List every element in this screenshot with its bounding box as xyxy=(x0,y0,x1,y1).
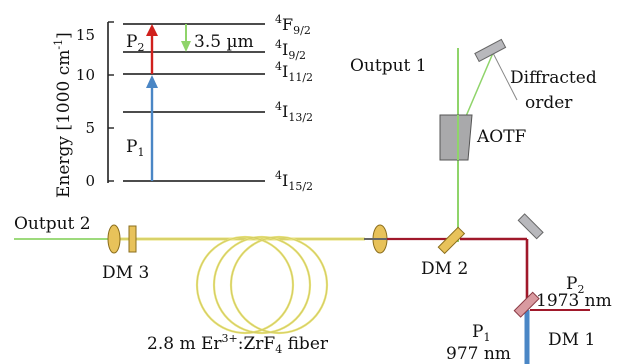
dm1-mirror xyxy=(513,291,540,318)
level-label-4I9/2: 4I9/2 xyxy=(275,38,306,62)
emission-label: 3.5 µm xyxy=(194,32,254,52)
fiber-coil-1-edge xyxy=(196,236,294,334)
optical-setup: Output 1 Diffracted order AOTF Output 2 … xyxy=(14,38,612,364)
dm2-label: DM 2 xyxy=(421,259,468,279)
diffracted-order-mirror xyxy=(474,38,507,63)
fiber-coil-2 xyxy=(212,235,312,335)
diffracted-leader xyxy=(492,52,518,101)
p1-arrowhead xyxy=(146,75,158,88)
diffracted-label-line1: Diffracted xyxy=(510,68,597,88)
tick-label-15: 15 xyxy=(76,26,95,44)
p1-label: P1 xyxy=(126,137,144,159)
p2-wavelength: 1973 nm xyxy=(536,291,612,311)
level-label-4I13/2: 4I13/2 xyxy=(275,100,313,124)
level-label-4I15/2: 4I15/2 xyxy=(275,169,313,193)
p2-label: P2 xyxy=(126,32,144,54)
dm2-mirror xyxy=(437,226,466,255)
tick-label-0: 0 xyxy=(85,172,95,190)
p2-beam-label: P2 xyxy=(566,274,584,296)
energy-axis-label: Energy [1000 cm-1] xyxy=(52,32,74,198)
p2-arrowhead xyxy=(146,24,158,36)
diffracted-label-line2: order xyxy=(525,93,573,113)
output2-label: Output 2 xyxy=(14,214,91,234)
aotf-crystal xyxy=(439,114,473,161)
p1-wavelength: 977 nm xyxy=(446,344,511,364)
energy-level-diagram: Energy [1000 cm-1] 0 5 10 15 4F9/2 4I9/2… xyxy=(52,13,313,198)
fiber-coil-2-edge xyxy=(213,236,311,334)
output1-label: Output 1 xyxy=(350,56,427,76)
dm3-label: DM 3 xyxy=(102,263,149,283)
tick-label-5: 5 xyxy=(85,119,95,137)
turning-mirror xyxy=(517,213,544,240)
level-label-4I11/2: 4I11/2 xyxy=(275,60,313,84)
tick-label-10: 10 xyxy=(76,66,95,84)
p1-beam-label: P1 xyxy=(472,322,490,344)
dm1-label: DM 1 xyxy=(548,330,595,350)
dm3-mirror xyxy=(128,225,137,253)
fiber-label: 2.8 m Er3+:ZrF4 fiber xyxy=(147,332,329,356)
level-labels: 4F9/2 4I9/2 4I11/2 4I13/2 4I15/2 xyxy=(275,13,313,193)
level-label-4F9/2: 4F9/2 xyxy=(275,13,311,37)
emission-arrowhead xyxy=(181,41,191,52)
aotf-label: AOTF xyxy=(476,127,527,147)
fiber-coil-3-edge xyxy=(230,236,328,334)
output-lens xyxy=(107,224,121,254)
